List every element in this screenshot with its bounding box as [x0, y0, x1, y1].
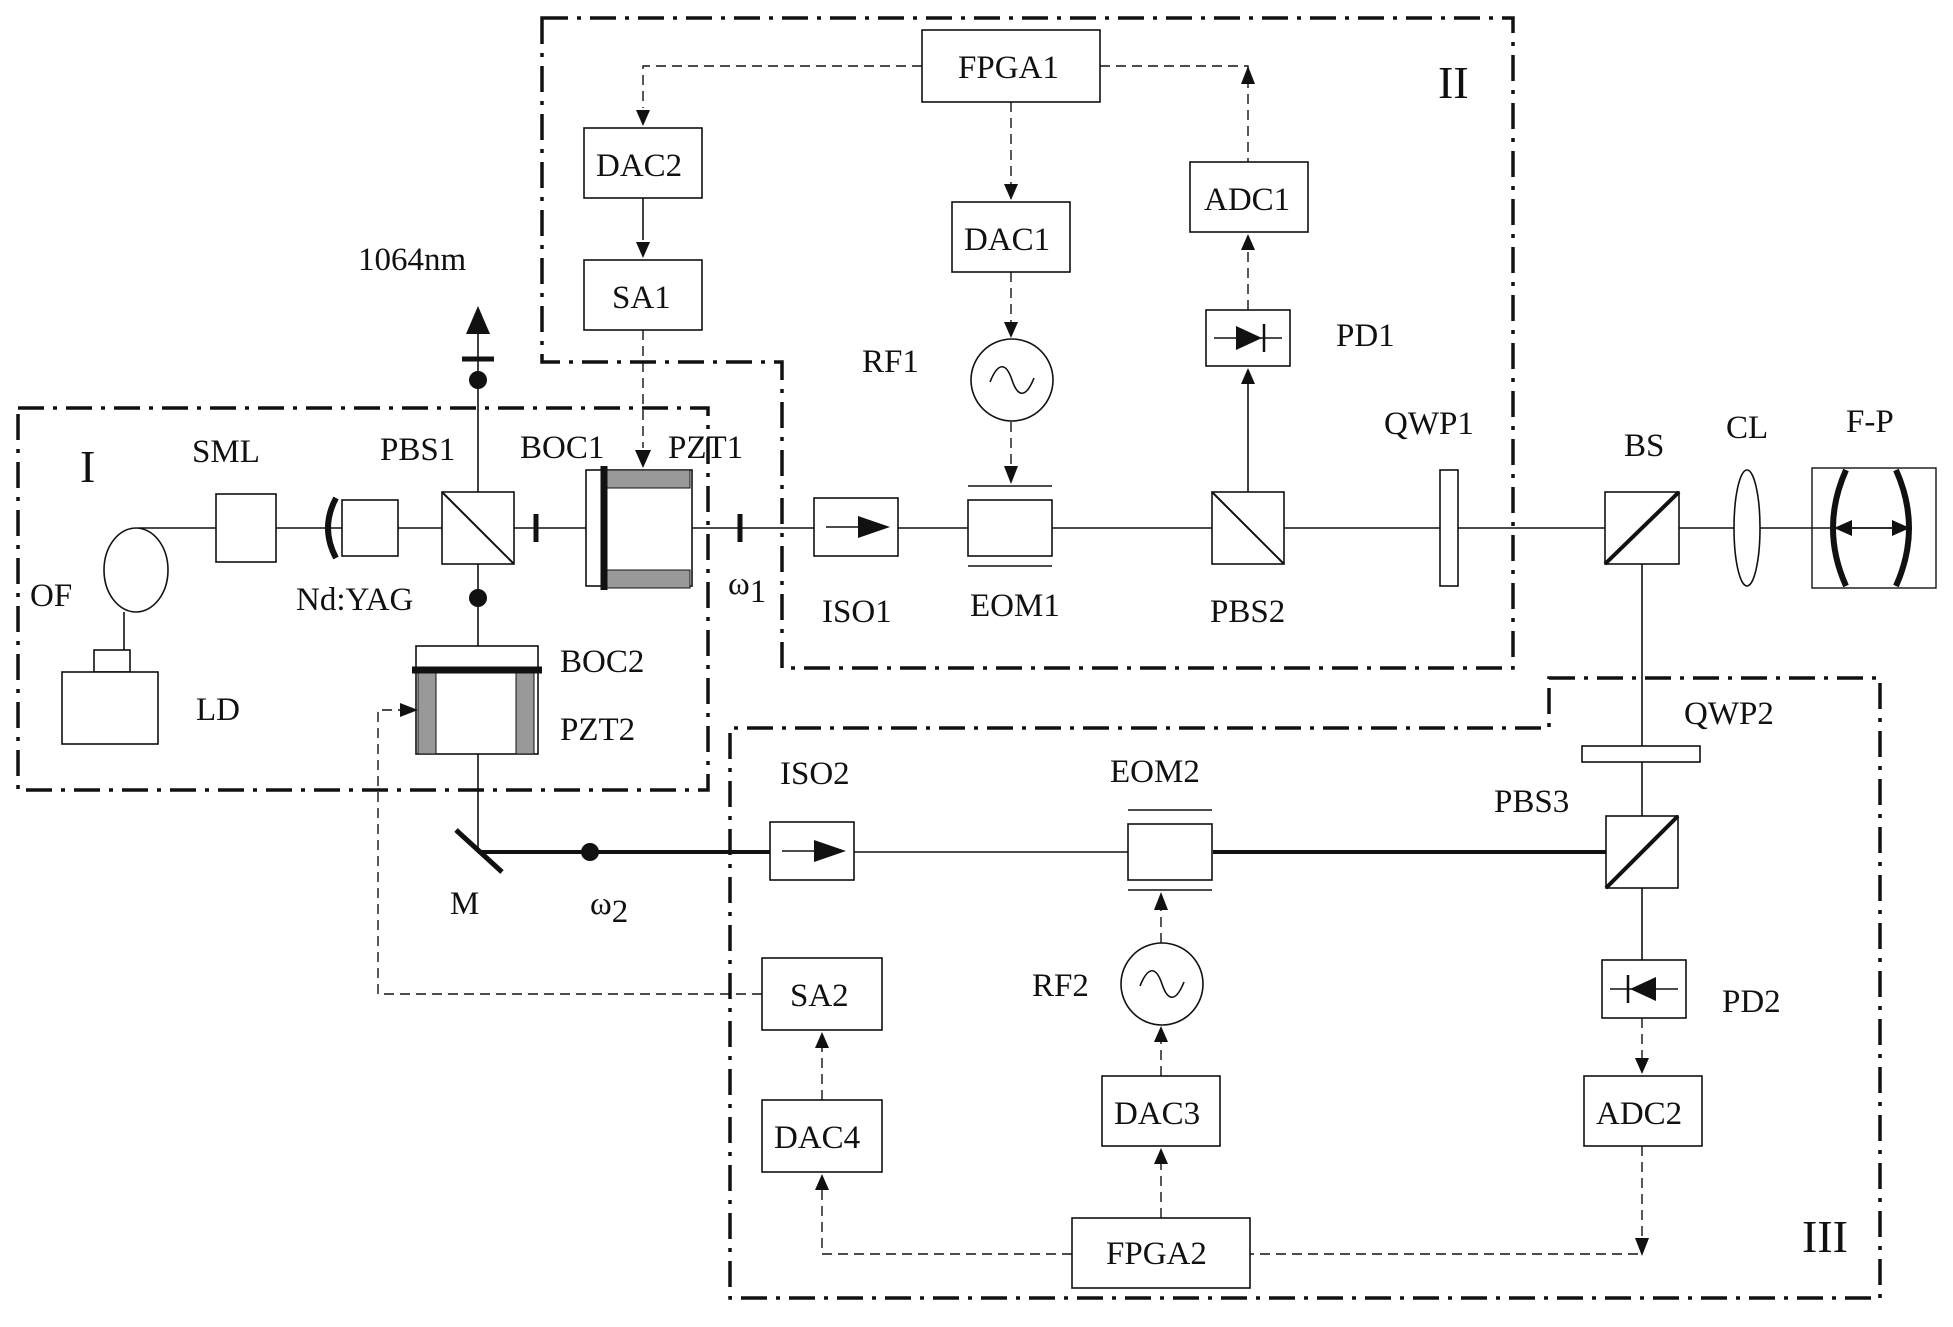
- adc2-label: ADC2: [1596, 1096, 1682, 1132]
- fpga1-label: FPGA1: [958, 50, 1059, 86]
- iso2-label: ISO2: [780, 756, 850, 792]
- pzt2-right: [516, 670, 534, 754]
- eom2-box: [1128, 824, 1212, 880]
- pbs1-label: PBS1: [380, 432, 455, 468]
- omega2-dot: [581, 843, 599, 861]
- boc2-label: BOC2: [560, 644, 644, 680]
- fpga1-to-dac2-line: [643, 66, 922, 108]
- pd2-to-adc2-arrow: [1635, 1058, 1649, 1074]
- dac4-to-sa2-arrow: [815, 1032, 829, 1048]
- rf2-to-eom2-arrow: [1154, 892, 1168, 910]
- eom1-label: EOM1: [970, 588, 1060, 624]
- dac2-to-sa1-arrow: [636, 242, 650, 258]
- pbs1-bottom-dot: [469, 589, 487, 607]
- qwp1-plate: [1440, 470, 1458, 586]
- qwp1-label: QWP1: [1384, 406, 1474, 442]
- pzt1-label: PZT1: [668, 430, 743, 466]
- qwp2-label: QWP2: [1684, 696, 1774, 732]
- pbs3-label: PBS3: [1494, 784, 1569, 820]
- region-III-boundary: [730, 678, 1880, 1298]
- dac1-to-rf1-arrow: [1004, 322, 1018, 338]
- pd1-label: PD1: [1336, 318, 1395, 354]
- cl-lens: [1734, 470, 1760, 586]
- dac3-label: DAC3: [1114, 1096, 1200, 1132]
- sa2-label: SA2: [790, 978, 849, 1014]
- pzt2-left: [418, 670, 436, 754]
- pzt1-bottom: [604, 570, 690, 588]
- eom2-label: EOM2: [1110, 754, 1200, 790]
- dac4-label: DAC4: [774, 1120, 860, 1156]
- pbs2-label: PBS2: [1210, 594, 1285, 630]
- pd1-to-adc1-arrow: [1241, 234, 1255, 250]
- fpga1-to-dac1-arrow: [1004, 184, 1018, 200]
- fpga2-label: FPGA2: [1106, 1236, 1207, 1272]
- rf1-label: RF1: [862, 344, 919, 380]
- eom1-box: [968, 500, 1052, 556]
- ld-label: LD: [196, 692, 240, 728]
- rf1-to-eom1-arrow: [1004, 466, 1018, 484]
- omega2-label: ω2: [590, 886, 628, 930]
- fp-label: F-P: [1846, 404, 1894, 440]
- fpga2-to-dac4-arrow: [815, 1174, 829, 1190]
- qwp2-plate: [1582, 746, 1700, 762]
- pbs2-to-pd1-arrow: [1241, 368, 1255, 384]
- sml-label: SML: [192, 434, 260, 470]
- dac3-to-rf2-arrow: [1154, 1026, 1168, 1042]
- of-label: OF: [30, 578, 72, 614]
- pzt2-label: PZT2: [560, 712, 635, 748]
- fpga1-to-adc1-line: [1100, 66, 1248, 162]
- adc1-to-fpga1-arrow: [1241, 66, 1255, 84]
- region-I-label: I: [80, 441, 95, 492]
- laser-output-label: 1064nm: [358, 242, 467, 278]
- region-III-label: III: [1802, 1211, 1848, 1262]
- bs-label: BS: [1624, 428, 1664, 464]
- sa1-label: SA1: [612, 280, 671, 316]
- region-II-label: II: [1438, 57, 1469, 108]
- nd-yag-crystal: [342, 500, 398, 556]
- pzt1-top: [604, 470, 690, 488]
- ld-connector: [94, 650, 130, 672]
- iso1-label: ISO1: [822, 594, 892, 630]
- fp-left-arrow: [1834, 520, 1852, 536]
- ld-box: [62, 672, 158, 744]
- fpga1-to-dac2-arrow: [636, 110, 650, 126]
- m-label: M: [450, 886, 479, 922]
- sa1-to-pzt1-arrow: [635, 450, 651, 468]
- output-dot: [469, 371, 487, 389]
- dac1-label: DAC1: [964, 222, 1050, 258]
- boc1-label: BOC1: [520, 430, 604, 466]
- dac2-label: DAC2: [596, 148, 682, 184]
- fpga2-to-dac3-arrow: [1154, 1148, 1168, 1164]
- rf2-label: RF2: [1032, 968, 1089, 1004]
- optical-fiber-coil: [104, 528, 168, 612]
- sml-box: [216, 494, 276, 562]
- pd2-label: PD2: [1722, 984, 1781, 1020]
- adc2-to-fpga2-line: [1250, 1146, 1642, 1254]
- output-arrow: [466, 306, 490, 334]
- adc1-label: ADC1: [1204, 182, 1290, 218]
- cl-label: CL: [1726, 410, 1768, 446]
- nd-yag-label: Nd:YAG: [296, 582, 413, 618]
- fpga2-to-dac4-line: [822, 1190, 1072, 1254]
- omega1-label: ω1: [728, 566, 766, 610]
